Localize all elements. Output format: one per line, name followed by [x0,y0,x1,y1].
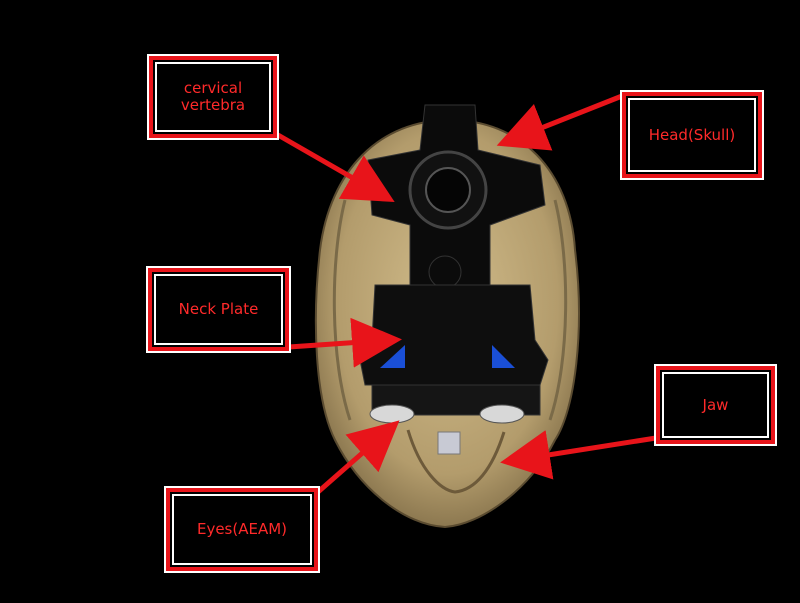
callout-head-skull-text: Head(Skull) [649,127,736,144]
right-eye [480,405,524,423]
callout-jaw-text: Jaw [703,397,729,414]
pivot-knob [429,256,461,288]
callout-cervical-vertebra-text: cervical vertebra [181,80,245,114]
callout-neck-plate-text: Neck Plate [179,301,259,318]
neck-plate-shape [360,285,548,385]
callout-cervical-vertebra: cervical vertebra [149,56,277,138]
callout-neck-plate: Neck Plate [148,268,289,351]
cervical-ring-inner [426,168,470,212]
arrow-head [506,96,622,142]
left-eye [370,405,414,423]
callout-jaw: Jaw [656,366,775,444]
callout-head-skull: Head(Skull) [622,92,762,178]
callout-eyes: Eyes(AEAM) [166,488,318,571]
jaw-hinge [438,432,460,454]
callout-eyes-text: Eyes(AEAM) [197,521,287,538]
